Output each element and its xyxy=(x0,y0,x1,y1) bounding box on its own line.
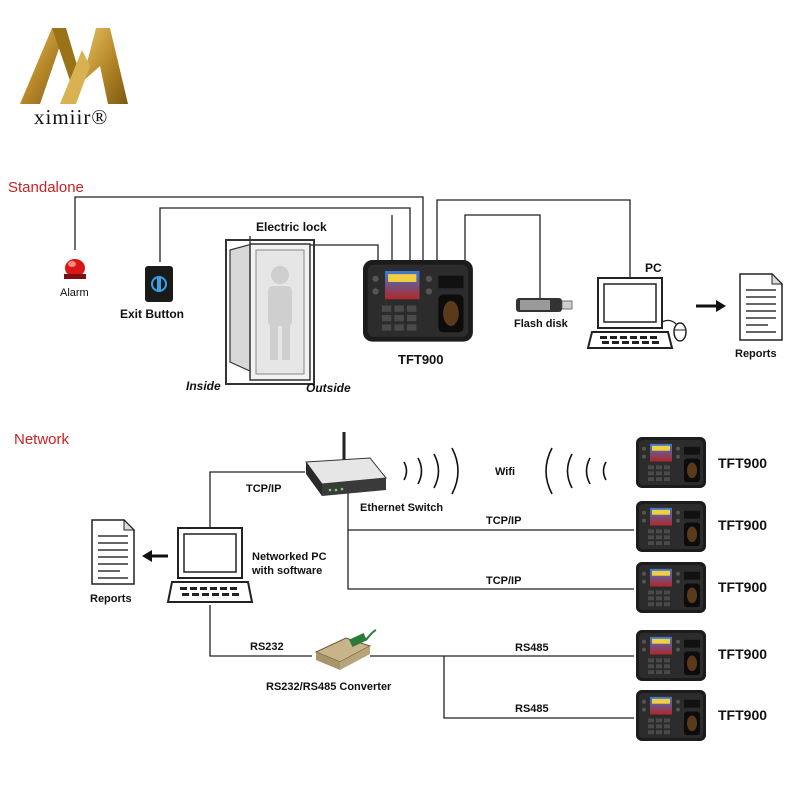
flash-disk-label: Flash disk xyxy=(514,318,569,330)
networked-pc-laptop-icon xyxy=(166,527,254,603)
door-icon xyxy=(225,239,315,385)
network-tft900-device-icon-2 xyxy=(636,501,706,552)
network-heading: Network xyxy=(14,431,70,448)
rs485-label-1: RS485 xyxy=(515,642,549,654)
exit-button-icon xyxy=(145,266,173,302)
inside-label: Inside xyxy=(186,379,221,393)
converter-label: RS232/RS485 Converter xyxy=(266,681,392,693)
standalone-device-label: TFT900 xyxy=(398,352,444,367)
wifi-label: Wifi xyxy=(495,466,515,478)
alarm-label: Alarm xyxy=(60,287,89,299)
ethernet-switch-label: Ethernet Switch xyxy=(360,502,443,514)
pc-label: PC xyxy=(645,261,662,275)
rs485-label-2: RS485 xyxy=(515,703,549,715)
mouse-icon xyxy=(661,319,687,342)
pc-laptop-icon xyxy=(586,277,674,349)
network-device-label-4: TFT900 xyxy=(718,646,767,662)
arrow-left-icon xyxy=(142,550,168,562)
brand-name: ximiir® xyxy=(34,105,108,129)
network-tft900-device-icon-5 xyxy=(636,690,706,741)
rs232-rs485-converter-icon xyxy=(314,629,377,670)
network-device-label-5: TFT900 xyxy=(718,707,767,723)
tcpip-label-2: TCP/IP xyxy=(486,575,521,587)
network-wires xyxy=(209,471,634,719)
wifi-waves-icon xyxy=(403,447,607,495)
alarm-icon xyxy=(64,259,86,279)
brand-logo: ximiir® xyxy=(20,28,128,129)
logo-mark-left xyxy=(20,28,66,104)
electric-lock-label: Electric lock xyxy=(256,220,327,234)
flash-disk-icon xyxy=(516,298,573,312)
network-report-document-icon xyxy=(91,518,136,585)
networked-pc-label-line1: Networked PC xyxy=(252,551,327,563)
network-device-label-2: TFT900 xyxy=(718,517,767,533)
network-device-label-3: TFT900 xyxy=(718,579,767,595)
exit-button-label: Exit Button xyxy=(120,307,184,321)
standalone-heading: Standalone xyxy=(8,179,84,196)
arrow-right-icon xyxy=(696,300,726,312)
network-reports-label: Reports xyxy=(90,593,132,605)
rs232-label: RS232 xyxy=(250,641,284,653)
tft900-device-icon xyxy=(363,260,473,342)
tcpip-label-1: TCP/IP xyxy=(486,515,521,527)
person-silhouette-icon xyxy=(268,266,292,360)
network-tft900-device-icon-4 xyxy=(636,630,706,681)
report-document-icon xyxy=(739,272,784,341)
ethernet-switch-icon xyxy=(305,432,387,496)
reports-label: Reports xyxy=(735,348,777,360)
logo-mark-right xyxy=(82,28,128,104)
logo-mark-inner xyxy=(60,50,90,104)
outside-label: Outside xyxy=(306,381,351,395)
network-device-label-1: TFT900 xyxy=(718,455,767,471)
network-tft900-device-icon-1 xyxy=(636,437,706,488)
network-tft900-device-icon-3 xyxy=(636,562,706,613)
networked-pc-label-line2: with software xyxy=(251,565,322,577)
tcpip-pc-label: TCP/IP xyxy=(246,483,281,495)
